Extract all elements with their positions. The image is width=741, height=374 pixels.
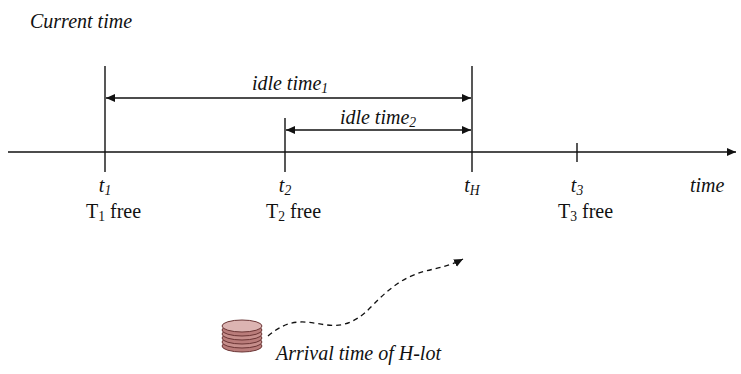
- interval-label: idle time2: [340, 106, 416, 128]
- heading-note: Current time: [30, 10, 132, 32]
- time-point: t2: [279, 174, 291, 196]
- time-point: t1: [99, 174, 111, 196]
- interval-label: idle time1: [252, 72, 328, 94]
- interval-arrow: [286, 129, 471, 130]
- tick-line: [576, 143, 577, 162]
- event-note: T2 free: [266, 200, 321, 222]
- tick-line: [104, 66, 105, 172]
- wafer-lot-icon: [222, 320, 262, 352]
- tick-line: [284, 118, 285, 172]
- event-note: T1 free: [86, 200, 141, 222]
- tick-line: [471, 66, 472, 172]
- time-point: t3: [571, 174, 583, 196]
- arrival-note: Arrival time of H-lot: [276, 342, 441, 364]
- time-point: tH: [464, 174, 479, 196]
- leader-arrow: [268, 259, 463, 336]
- interval-arrow: [106, 97, 471, 98]
- axis-label: time: [690, 174, 724, 196]
- event-note: T3 free: [558, 200, 613, 222]
- time-axis: [8, 151, 736, 153]
